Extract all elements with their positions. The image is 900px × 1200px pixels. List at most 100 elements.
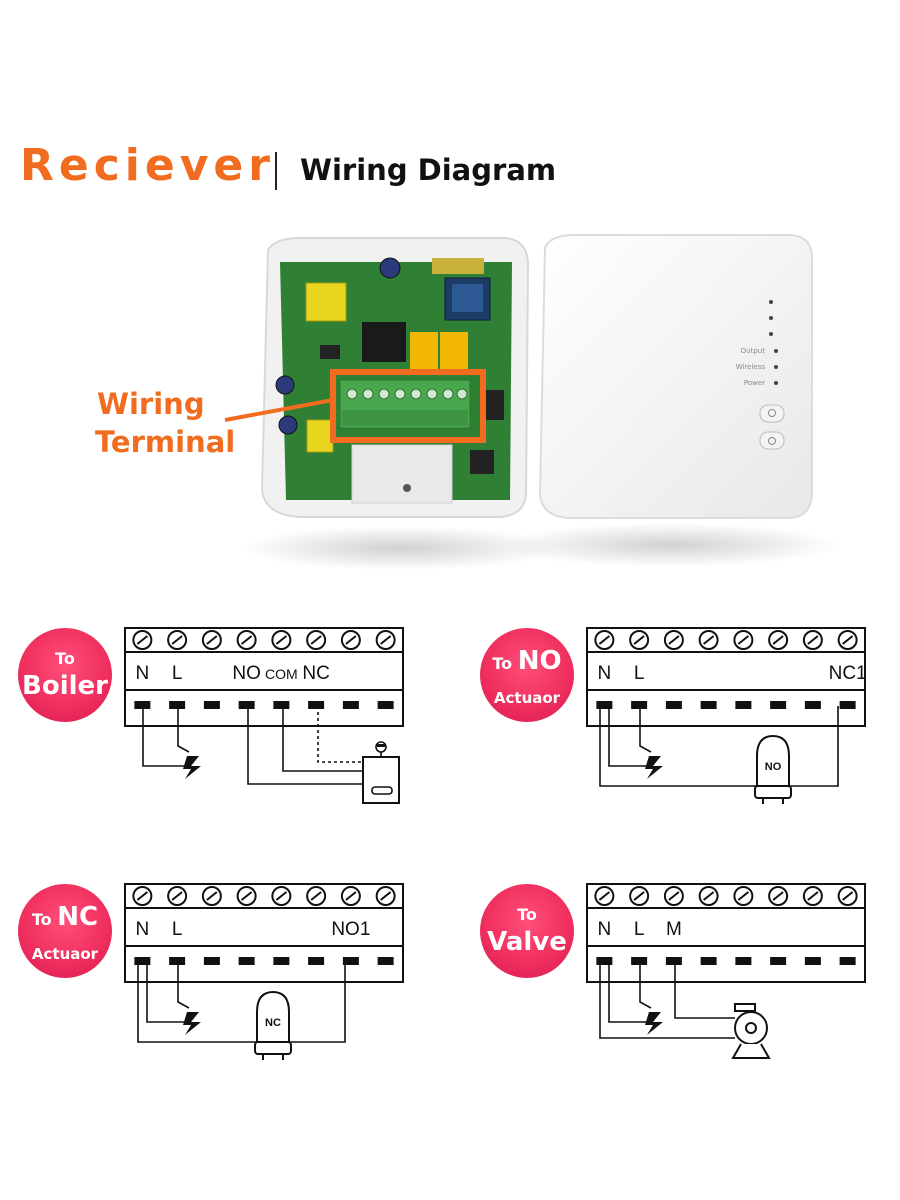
callout-line1: Wiring	[97, 387, 205, 421]
mount-bracket	[351, 444, 453, 504]
screw-slot	[136, 891, 148, 901]
badge-prefix: To	[31, 910, 58, 929]
page-subtitle: Wiring Diagram	[300, 153, 557, 187]
terminal-highlight-box	[330, 369, 486, 443]
screw-slot	[171, 635, 183, 645]
terminal-strip: N L NC1	[586, 627, 867, 727]
badge-line1: To	[55, 649, 75, 668]
screw-slot	[598, 635, 610, 645]
led-label-wireless: Wireless	[736, 363, 766, 371]
wiring-lines	[599, 706, 839, 787]
screw-slot	[842, 635, 854, 645]
wiring-lines	[137, 962, 346, 1043]
pin-block	[596, 957, 613, 965]
screw-slot	[275, 891, 287, 901]
terminal-diagram-no-actuator: N L NC1 NO	[586, 627, 867, 804]
relay-yellow-1	[410, 332, 438, 372]
pin-block	[839, 957, 856, 965]
screw-slot	[380, 635, 392, 645]
terminal-label-n: N	[598, 919, 612, 940]
no-actuator-icon: NO	[754, 734, 792, 804]
badge-line1: To	[517, 905, 537, 924]
screw-slot	[703, 891, 715, 901]
pin-block	[665, 701, 682, 709]
terminal-label-no1: NO1	[331, 919, 370, 940]
pin-block	[770, 957, 787, 965]
badge-line2: Actuaor	[493, 689, 561, 707]
badge-prefix: To	[492, 654, 518, 673]
pin-block	[169, 957, 186, 965]
pin-block	[700, 701, 717, 709]
terminal-label-l: L	[172, 919, 183, 940]
receiver-lid: Output Wireless Power	[538, 234, 813, 519]
terminal-label-l: L	[634, 663, 645, 684]
terminal-label-n: N	[598, 663, 612, 684]
screw-slot	[206, 891, 218, 901]
terminal-label-n: N	[136, 663, 150, 684]
terminal-label-n: N	[136, 919, 150, 940]
lightning-icon	[183, 756, 201, 779]
pin-block	[273, 701, 290, 709]
screw-slot	[136, 635, 148, 645]
relay-yellow-2	[440, 332, 468, 372]
pin-block	[377, 701, 394, 709]
header-strip	[432, 258, 484, 274]
chip-3	[320, 345, 340, 359]
pin-block	[203, 957, 220, 965]
title-divider	[275, 152, 277, 190]
badge-valve: To Valve	[480, 884, 574, 978]
wiring-lines	[599, 962, 735, 1039]
badge-line1: To NC	[18, 904, 112, 930]
lightning-icon	[183, 1012, 201, 1035]
pin-block	[631, 701, 648, 709]
page-title: Reciever	[20, 140, 275, 191]
badge-nc-actuator: To NC Actuaor	[18, 884, 112, 978]
badge-no-actuator: To NO Actuaor	[480, 628, 574, 722]
pin-block	[342, 957, 359, 965]
terminal-label-nc: NC	[302, 663, 329, 684]
actuator-label: NC	[265, 1017, 281, 1029]
chip-2	[486, 390, 504, 420]
pin-block	[238, 701, 255, 709]
capacitor-2	[275, 375, 295, 395]
screw-slot	[737, 891, 749, 901]
power-button	[759, 431, 785, 450]
screw-slot	[345, 635, 357, 645]
terminal-label-com: COM	[265, 666, 298, 682]
screw-slot	[171, 891, 183, 901]
yellow-capacitor	[306, 419, 334, 453]
terminal-strip: N L NO1	[124, 883, 404, 983]
nc-actuator-icon: NC	[254, 990, 292, 1060]
screw-slot	[310, 891, 322, 901]
led-indicators	[769, 300, 778, 385]
screw-slot	[703, 635, 715, 645]
base-shadow	[240, 526, 560, 570]
pin-block	[596, 701, 613, 709]
pin-block	[308, 701, 325, 709]
pin-block	[839, 701, 856, 709]
pin-block	[308, 957, 325, 965]
screw-slot	[633, 891, 645, 901]
pin-block	[169, 701, 186, 709]
pump-valve-icon	[731, 1003, 771, 1059]
pin-block	[134, 957, 151, 965]
screw-slot	[668, 635, 680, 645]
led-label-power: Power	[744, 379, 765, 387]
screw-slot	[598, 891, 610, 901]
pin-block	[770, 701, 787, 709]
terminal-label-nc1: NC1	[829, 663, 867, 684]
screw-slot	[275, 635, 287, 645]
badge-line1: To NO	[480, 648, 574, 674]
screw-slot	[206, 635, 218, 645]
pin-block	[804, 957, 821, 965]
receiver-photo: Output Wireless Power	[224, 234, 840, 570]
pin-block	[342, 701, 359, 709]
terminal-label-m: M	[666, 919, 682, 940]
badge-boiler: To Boiler	[18, 628, 112, 722]
pin-block	[134, 701, 151, 709]
badge-line2: Boiler	[22, 671, 108, 701]
pin-block	[804, 701, 821, 709]
